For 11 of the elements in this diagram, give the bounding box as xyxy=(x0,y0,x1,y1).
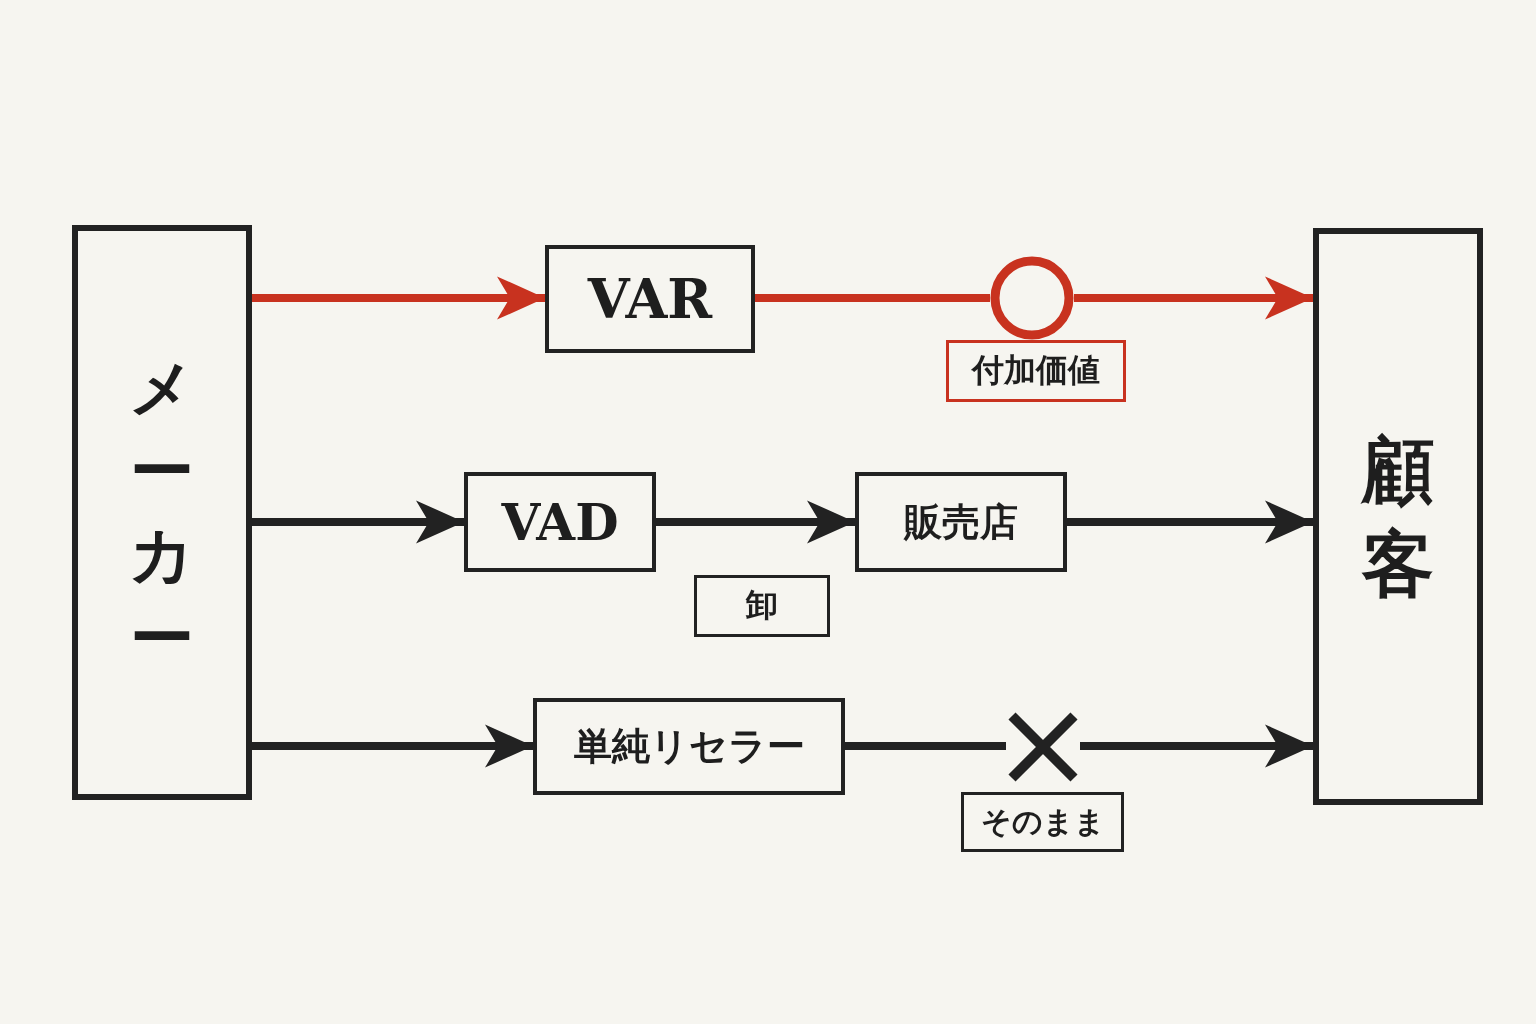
process-box: VAD xyxy=(464,472,656,572)
process-box: 単純リセラー xyxy=(533,698,845,795)
circle-mark xyxy=(990,256,1074,340)
note-box: 卸 xyxy=(694,575,830,637)
process-box: VAR xyxy=(545,245,755,353)
party-box: 顧客 xyxy=(1313,228,1483,805)
note-box: 付加価値 xyxy=(946,340,1126,402)
cross-mark xyxy=(1006,710,1080,784)
note-box: そのまま xyxy=(961,792,1124,852)
process-box: 販売店 xyxy=(855,472,1067,572)
party-box: メーカー xyxy=(72,225,252,800)
